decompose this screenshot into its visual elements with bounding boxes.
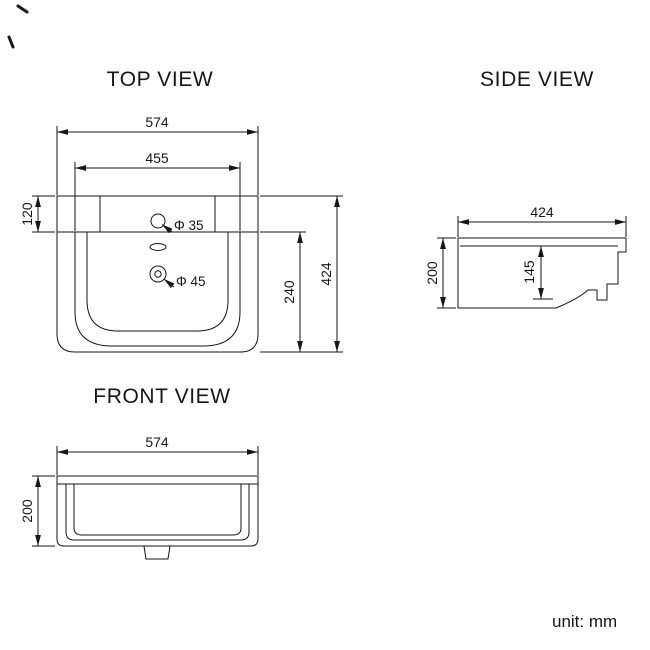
dim-label-574-front: 574: [145, 434, 169, 450]
basin-outer-outline: [56, 195, 259, 353]
side-view-outline: [457, 237, 627, 309]
front-view-outline: [56, 475, 259, 560]
dim-label-424-side: 424: [530, 204, 554, 220]
dim-label-240: 240: [281, 280, 297, 304]
dim-label-574: 574: [145, 114, 169, 130]
dim-label-200-front: 200: [19, 499, 35, 523]
faucet-hole: [150, 213, 166, 229]
side-view-title: SIDE VIEW: [480, 68, 594, 91]
side-view: SIDE VIEW 424 200 145: [424, 68, 627, 309]
faucet-leader-arrow: [161, 224, 173, 234]
basin-inner-bottom: [86, 232, 229, 332]
drain-trap: [143, 545, 171, 560]
dim-label-200-side: 200: [424, 261, 440, 285]
front-outer-outline: [56, 475, 259, 547]
front-inner-wall: [65, 484, 250, 541]
top-view-outline: [56, 195, 259, 353]
faucet-hole-label: Φ 35: [174, 218, 204, 233]
side-bottom-profile: [458, 238, 627, 309]
drain-hole-label: Φ 45: [176, 274, 206, 289]
top-view-extension-lines: [32, 126, 343, 353]
drain-hole-outer: [149, 265, 167, 283]
overflow-slot: [149, 243, 167, 251]
top-view-title: TOP VIEW: [107, 68, 214, 91]
dim-label-145: 145: [521, 260, 537, 284]
top-view: TOP VIEW 574 455 120 240 424: [19, 68, 343, 353]
dim-label-455: 455: [145, 150, 169, 166]
front-view-title: FRONT VIEW: [93, 385, 230, 408]
stray-marks: [7, 4, 29, 49]
drain-leader-arrow: [163, 278, 175, 289]
stray-mark: [7, 35, 15, 49]
unit-label: unit: mm: [552, 612, 617, 631]
drain-hole-inner: [154, 270, 162, 278]
front-inner-bottom: [73, 484, 242, 536]
dim-label-120: 120: [19, 202, 35, 226]
front-view: FRONT VIEW 574 200: [19, 385, 259, 560]
basin-inner-rim: [74, 232, 241, 347]
dim-label-424: 424: [318, 262, 334, 286]
stray-mark: [16, 4, 29, 14]
